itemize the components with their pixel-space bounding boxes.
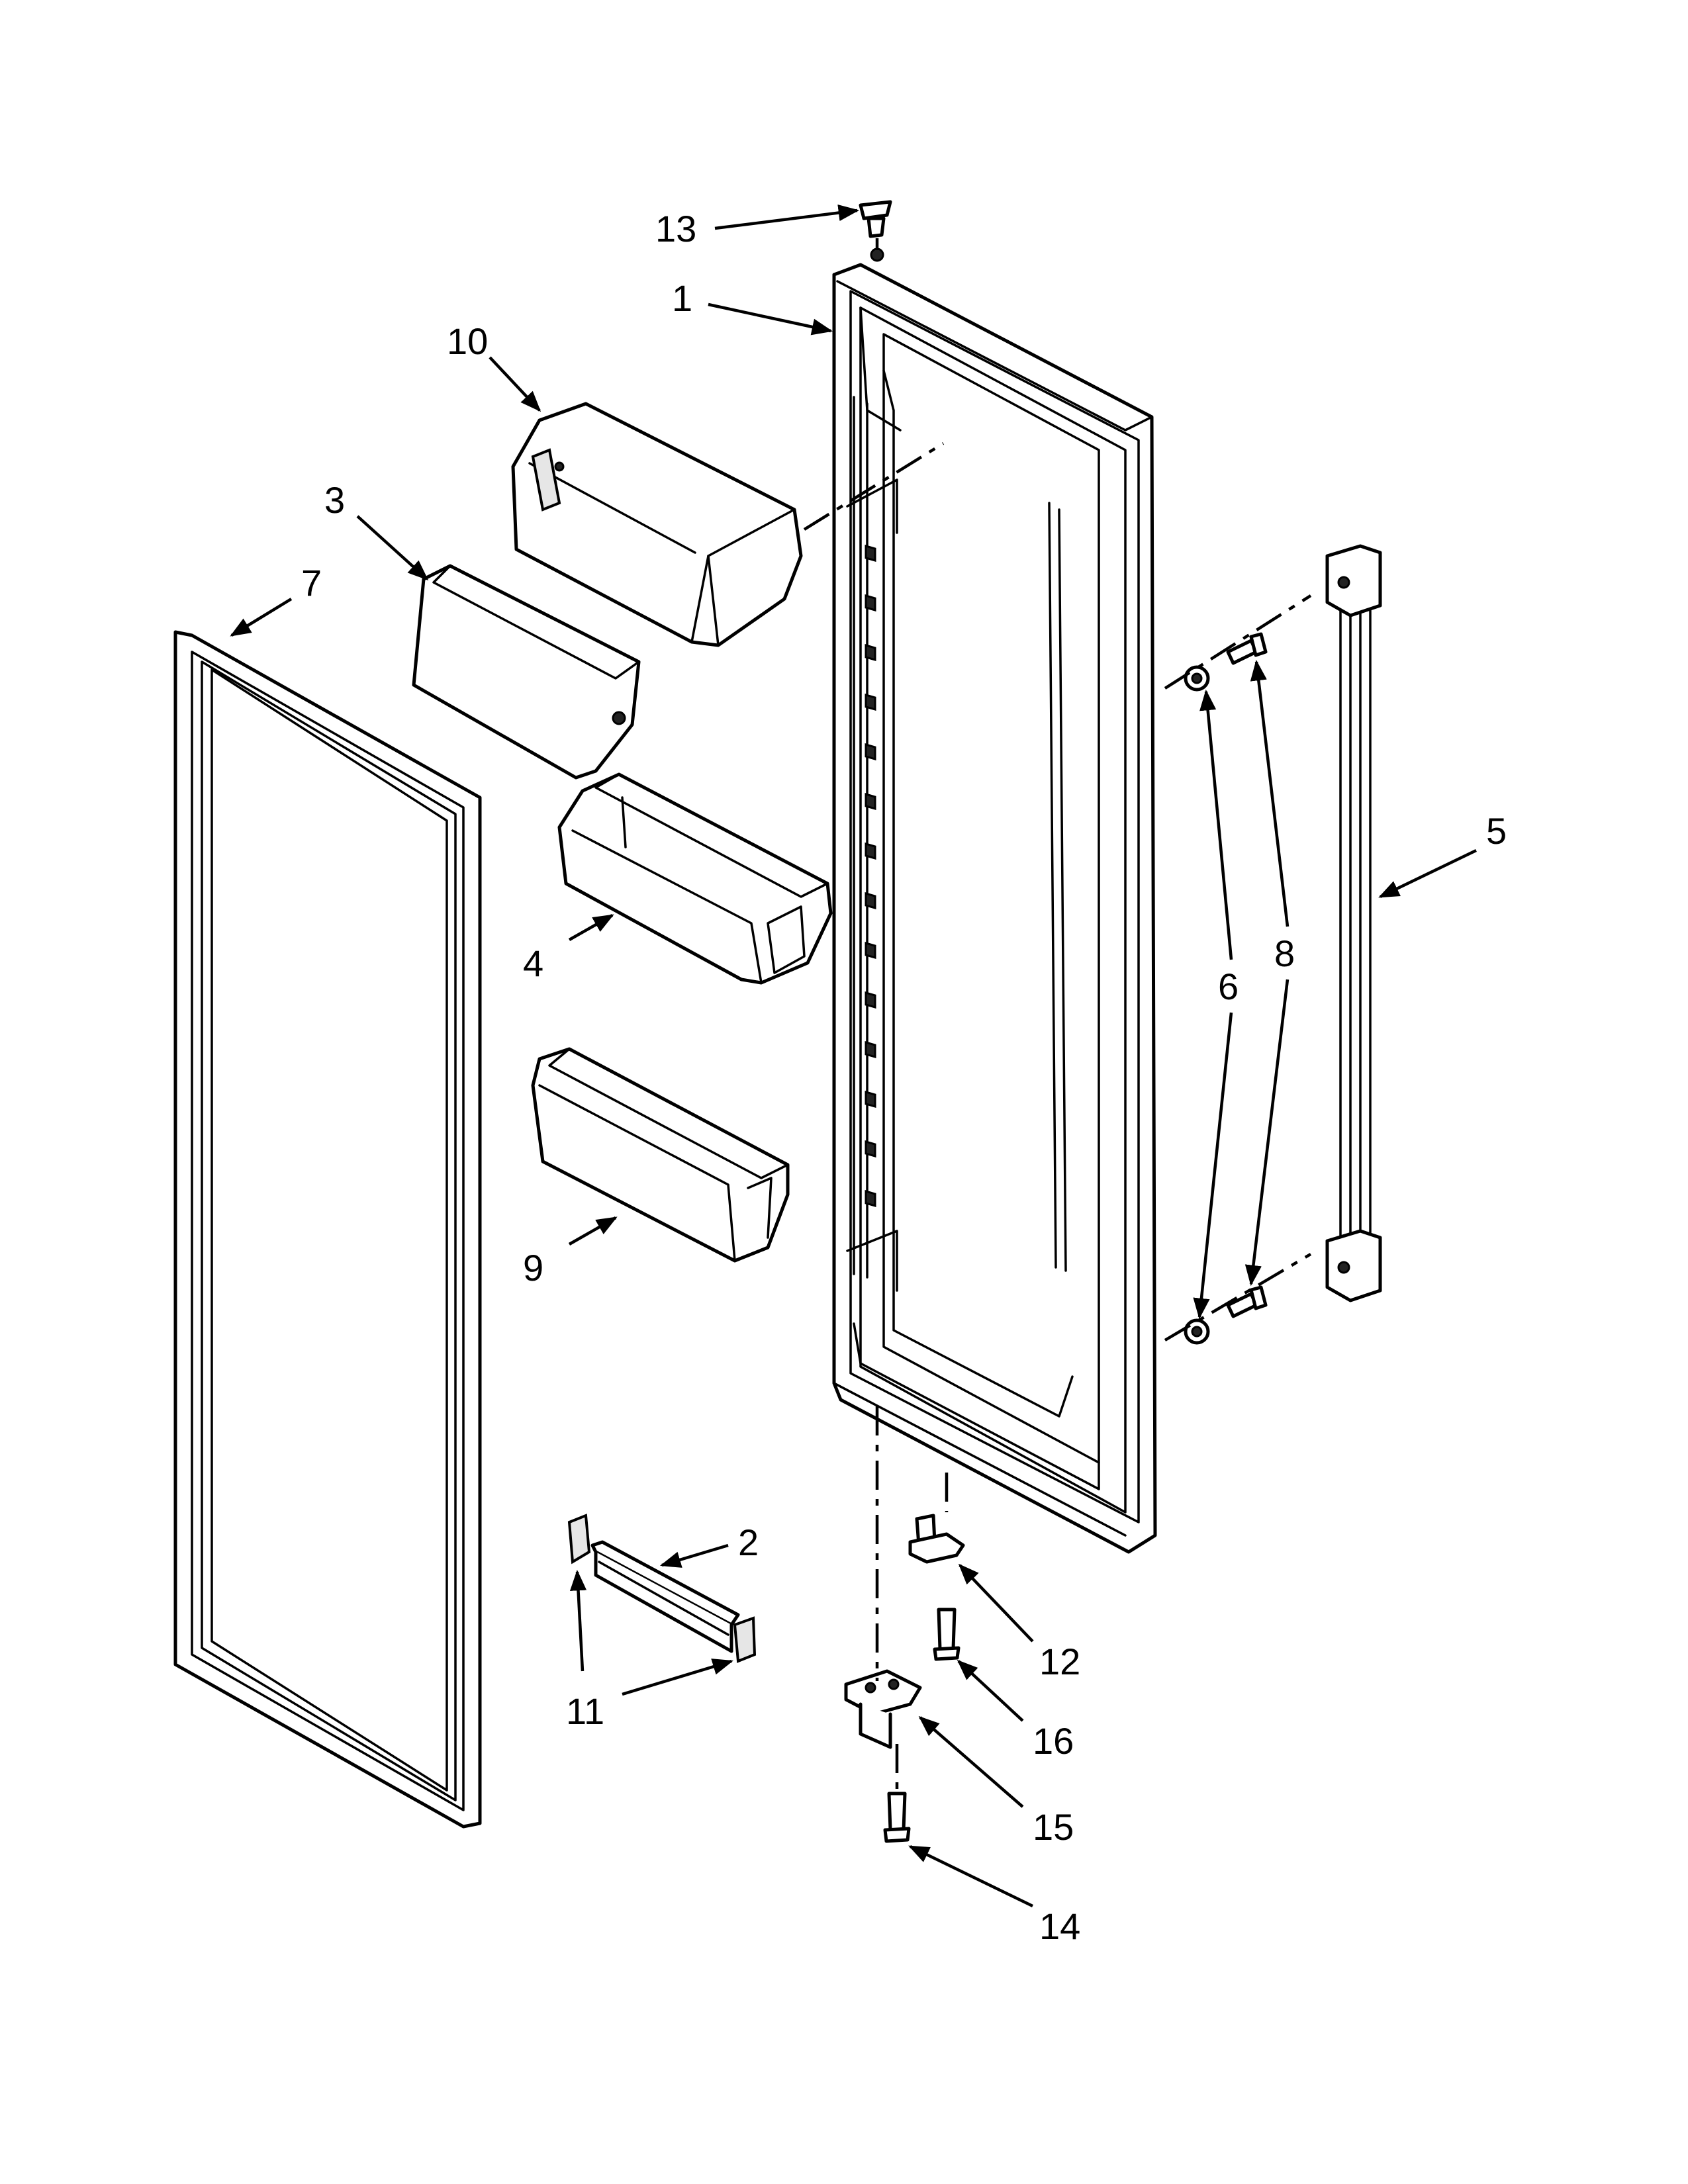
shelf-retainer (590, 1540, 740, 1653)
callout-12: 12 (1039, 1641, 1080, 1682)
dairy-door (412, 564, 641, 780)
callout-15: 15 (1033, 1806, 1074, 1848)
callout-2: 2 (738, 1522, 759, 1563)
door-liner-assembly (832, 263, 1157, 1554)
alignment-lines (803, 238, 1312, 1790)
door-bin-lower (531, 1047, 790, 1263)
dairy-bin (511, 402, 803, 647)
callout-8: 8 (1274, 933, 1295, 974)
callout-6: 6 (1218, 966, 1239, 1007)
callout-4: 4 (523, 942, 543, 984)
retainer-end-cap-right (733, 1616, 757, 1663)
top-hinge-cap (859, 200, 892, 262)
retainer-end-cap-left (567, 1514, 591, 1565)
bottom-hinge-pin (908, 1514, 965, 1564)
callout-3: 3 (324, 479, 345, 521)
callout-10: 10 (447, 320, 488, 362)
callout-1: 1 (672, 277, 692, 319)
door-handle (1325, 544, 1382, 1302)
handle-nut-lower (1184, 1318, 1210, 1345)
callout-5: 5 (1486, 810, 1507, 852)
callout-16: 16 (1033, 1720, 1074, 1762)
door-gasket (173, 630, 482, 1829)
callout-14: 14 (1039, 1905, 1080, 1947)
callout-labels: 13 1 10 3 7 5 8 6 4 9 2 11 12 16 15 14 (301, 208, 1507, 1947)
callout-13: 13 (655, 208, 696, 250)
handle-nut-upper (1184, 665, 1210, 692)
handle-screw-upper (1226, 632, 1268, 665)
hinge-screw (933, 1608, 961, 1661)
door-bin-upper (557, 772, 833, 985)
handle-screw-lower (1226, 1285, 1268, 1318)
bottom-hinge-bracket (844, 1669, 922, 1749)
bracket-screw (883, 1792, 911, 1843)
callout-7: 7 (301, 562, 322, 604)
callout-9: 9 (523, 1247, 543, 1289)
callout-11: 11 (566, 1690, 604, 1732)
leader-lines (230, 205, 1477, 1908)
